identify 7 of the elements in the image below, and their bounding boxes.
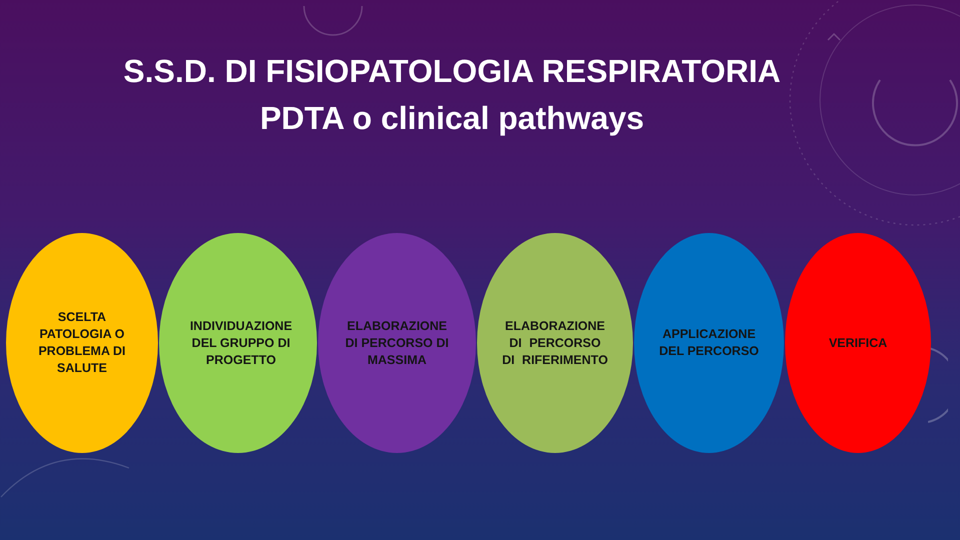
step-label: SCELTA PATOLOGIA O PROBLEMA DI SALUTE xyxy=(37,309,127,377)
step-label: ELABORAZIONE DI PERCORSO DI MASSIMA xyxy=(344,318,450,368)
step-label: ELABORAZIONE DI PERCORSO DI RIFERIMENTO xyxy=(501,318,609,368)
slide-title: S.S.D. DI FISIOPATOLOGIA RESPIRATORIA PDTA o clinical pathways xyxy=(122,52,782,138)
step-label: APPLICAZIONE DEL PERCORSO xyxy=(658,326,760,360)
step-label: INDIVIDUAZIONE DEL GRUPPO DI PROGETTO xyxy=(188,318,294,368)
step-label: VERIFICA xyxy=(828,334,888,352)
